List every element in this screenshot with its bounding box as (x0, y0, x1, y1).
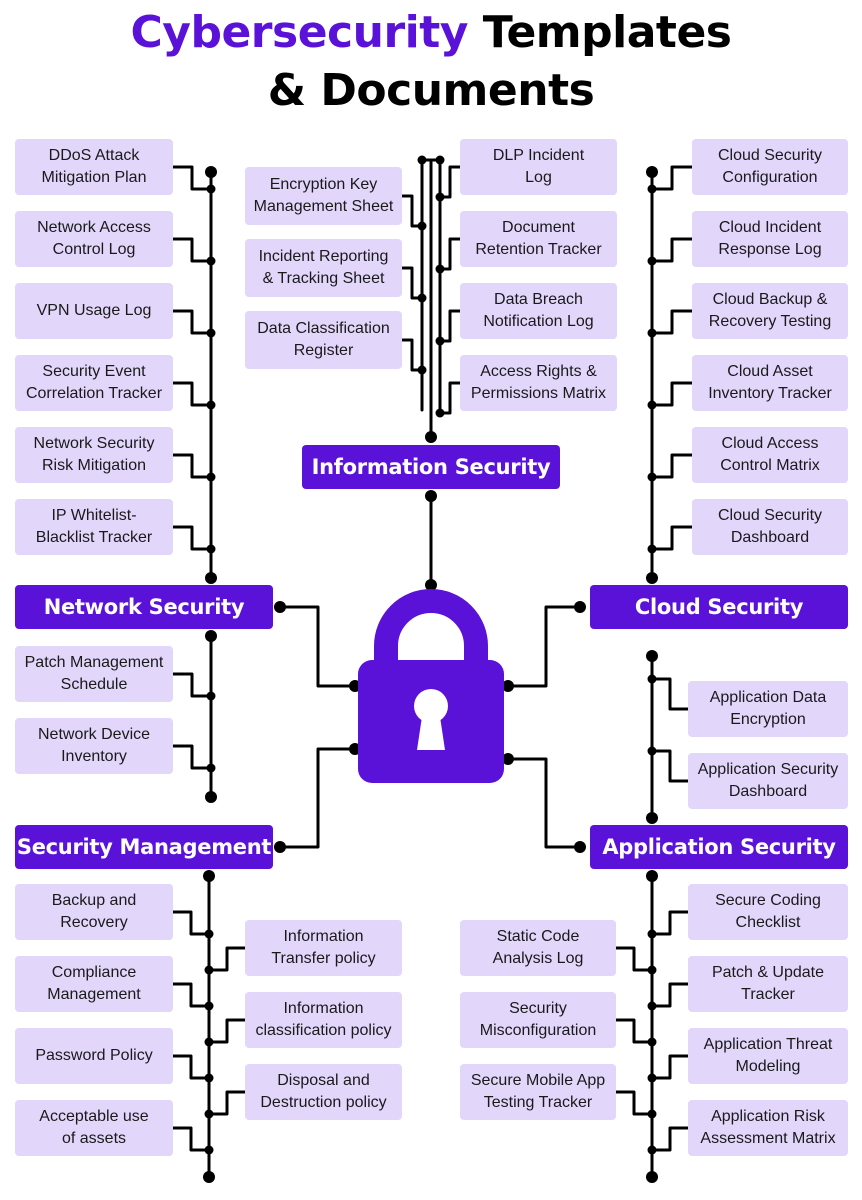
item-application-security-dashboard: Application Security Dashboard (688, 753, 848, 809)
item-label: Cloud Asset Inventory Tracker (708, 363, 832, 402)
item-label: Backup and Recovery (51, 892, 137, 931)
header-information-security: Information Security (302, 445, 560, 489)
item-label: Patch Management Schedule (24, 654, 164, 693)
item-network-access-control-log: Network Access Control Log (15, 211, 173, 267)
item-label: Network Device Inventory (37, 726, 151, 765)
item-label: Application Data Encryption (709, 689, 827, 728)
item-label: Application Risk Assessment Matrix (700, 1108, 836, 1147)
item-application-threat-modeling: Application Threat Modeling (688, 1028, 848, 1084)
item-encryption-key-management-sheet: Encryption Key Management Sheet (245, 167, 402, 225)
item-document-retention-tracker: Document Retention Tracker (460, 211, 617, 267)
item-cloud-asset-inventory-tracker: Cloud Asset Inventory Tracker (692, 355, 848, 411)
item-cloud-incident-response-log: Cloud Incident Response Log (692, 211, 848, 267)
header-network-security: Network Security (15, 585, 273, 629)
item-network-device-inventory: Network Device Inventory (15, 718, 173, 774)
header-application-security: Application Security (590, 825, 848, 869)
item-label: Compliance Management (47, 964, 141, 1003)
item-label: Document Retention Tracker (475, 219, 602, 258)
item-label: Acceptable use of assets (39, 1108, 149, 1147)
item-patch-update-tracker: Patch & Update Tracker (688, 956, 848, 1012)
item-secure-coding-checklist: Secure Coding Checklist (688, 884, 848, 940)
item-label: Incident Reporting & Tracking Sheet (258, 248, 389, 287)
item-vpn-usage-log: VPN Usage Log (15, 283, 173, 339)
item-label: Cloud Security Configuration (717, 147, 823, 186)
item-incident-reporting-tracking-sheet: Incident Reporting & Tracking Sheet (245, 239, 402, 297)
item-cloud-security-dashboard: Cloud Security Dashboard (692, 499, 848, 555)
padlock-icon (358, 589, 504, 783)
item-application-risk-assessment-matrix: Application Risk Assessment Matrix (688, 1100, 848, 1156)
item-label: Cloud Access Control Matrix (720, 435, 820, 474)
header-security-management: Security Management (15, 825, 273, 869)
item-cloud-access-control-matrix: Cloud Access Control Matrix (692, 427, 848, 483)
item-label: Static Code Analysis Log (492, 928, 584, 967)
item-label: Secure Coding Checklist (715, 892, 821, 931)
item-label: VPN Usage Log (36, 302, 152, 319)
item-label: DDoS Attack Mitigation Plan (41, 147, 147, 186)
page-title: Cybersecurity Templates & Documents (0, 4, 862, 120)
item-secure-mobile-app-testing-tracker: Secure Mobile App Testing Tracker (460, 1064, 616, 1120)
item-cloud-security-configuration: Cloud Security Configuration (692, 139, 848, 195)
item-access-rights-permissions-matrix: Access Rights & Permissions Matrix (460, 355, 617, 411)
item-label: Data Classification Register (257, 320, 390, 359)
item-label: Application Security Dashboard (697, 761, 839, 800)
item-label: Password Policy (35, 1047, 153, 1064)
item-cloud-backup-recovery-testing: Cloud Backup & Recovery Testing (692, 283, 848, 339)
item-label: Cloud Security Dashboard (717, 507, 823, 546)
item-label: Secure Mobile App Testing Tracker (470, 1072, 606, 1111)
item-backup-and-recovery: Backup and Recovery (15, 884, 173, 940)
item-label: Network Security Risk Mitigation (33, 435, 155, 474)
item-ip-whitelist-blacklist-tracker: IP Whitelist- Blacklist Tracker (15, 499, 173, 555)
item-compliance-management: Compliance Management (15, 956, 173, 1012)
item-label: Access Rights & Permissions Matrix (470, 363, 607, 402)
item-label: Patch & Update Tracker (711, 964, 825, 1003)
item-label: Encryption Key Management Sheet (253, 176, 394, 215)
item-password-policy: Password Policy (15, 1028, 173, 1084)
item-label: Cloud Backup & Recovery Testing (708, 291, 832, 330)
item-label: Network Access Control Log (37, 219, 151, 258)
item-label: Disposal and Destruction policy (260, 1072, 387, 1111)
item-label: Security Misconfiguration (479, 1000, 597, 1039)
item-security-event-correlation-tracker: Security Event Correlation Tracker (15, 355, 173, 411)
item-acceptable-use-of-assets: Acceptable use of assets (15, 1100, 173, 1156)
item-information-classification-policy: Information classification policy (245, 992, 402, 1048)
item-patch-management-schedule: Patch Management Schedule (15, 646, 173, 702)
item-security-misconfiguration: Security Misconfiguration (460, 992, 616, 1048)
item-disposal-and-destruction-policy: Disposal and Destruction policy (245, 1064, 402, 1120)
item-ddos-attack-mitigation-plan: DDoS Attack Mitigation Plan (15, 139, 173, 195)
item-data-classification-register: Data Classification Register (245, 311, 402, 369)
item-label: Cloud Incident Response Log (718, 219, 822, 258)
header-cloud-security: Cloud Security (590, 585, 848, 629)
item-data-breach-notification-log: Data Breach Notification Log (460, 283, 617, 339)
item-label: Information Transfer policy (271, 928, 376, 967)
item-label: Information classification policy (255, 1000, 392, 1039)
item-label: IP Whitelist- Blacklist Tracker (35, 507, 153, 546)
item-static-code-analysis-log: Static Code Analysis Log (460, 920, 616, 976)
item-label: Application Threat Modeling (703, 1036, 833, 1075)
item-label: DLP Incident Log (492, 147, 585, 186)
title-accent: Cybersecurity (130, 7, 469, 58)
item-information-transfer-policy: Information Transfer policy (245, 920, 402, 976)
item-label: Data Breach Notification Log (483, 291, 594, 330)
item-label: Security Event Correlation Tracker (25, 363, 163, 402)
item-network-security-risk-mitigation: Network Security Risk Mitigation (15, 427, 173, 483)
title-rest: Templates (482, 7, 732, 58)
item-application-data-encryption: Application Data Encryption (688, 681, 848, 737)
item-dlp-incident-log: DLP Incident Log (460, 139, 617, 195)
title-line-2: & Documents (267, 65, 595, 116)
